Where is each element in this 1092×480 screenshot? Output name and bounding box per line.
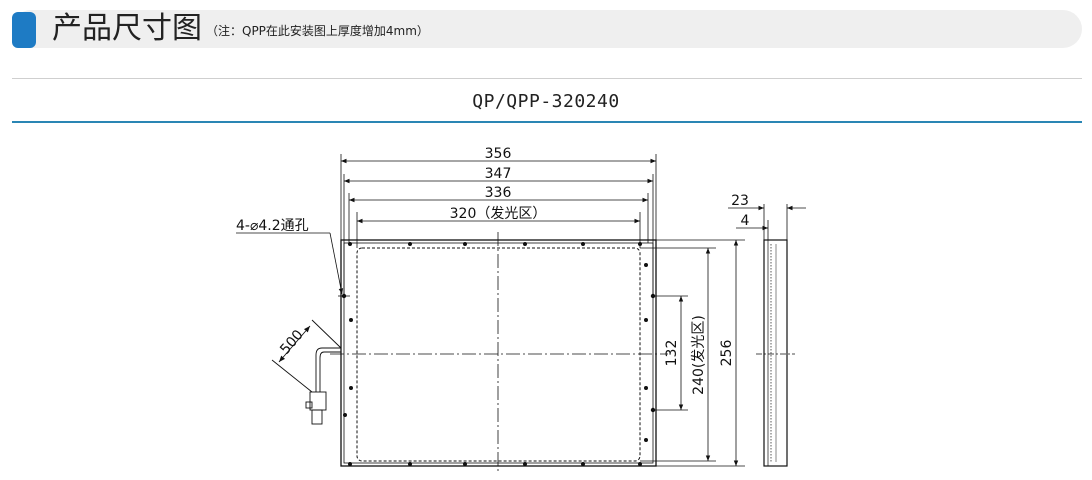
screw-dot	[581, 242, 585, 246]
dim-label-width-overall: 356	[485, 146, 512, 162]
dim-label-width-inner: 336	[485, 185, 512, 201]
screw-dot	[408, 242, 412, 246]
cable-path	[319, 351, 341, 392]
hole-spec-label: 4-⌀4.2通孔	[236, 218, 309, 234]
side-panel-outer	[763, 239, 788, 467]
screw-dot	[644, 318, 648, 322]
panel-outer-frame	[340, 239, 657, 467]
dim-label-height-emitting: 240(发光区)	[691, 315, 707, 395]
screw-dot	[463, 242, 467, 246]
page-title: 产品尺寸图	[52, 11, 202, 46]
front-view	[330, 232, 668, 472]
dim-label-width-mount: 347	[485, 166, 512, 182]
screw-dot	[581, 462, 585, 466]
screw-dot	[638, 462, 642, 466]
header-bar	[12, 10, 1082, 48]
screw-dot	[348, 462, 352, 466]
ext-line	[311, 319, 342, 349]
top-dimensions	[340, 154, 657, 296]
header-accent-marker	[12, 12, 36, 48]
screw-dot	[349, 318, 353, 322]
screw-dot	[343, 413, 347, 417]
model-underline	[12, 121, 1082, 123]
screw-dot	[644, 386, 648, 390]
screw-dot	[349, 386, 353, 390]
screw-dot	[523, 242, 527, 246]
dim-label-height-mount: 132	[664, 340, 680, 367]
page-title-note: （注：QPP在此安装图上厚度增加4mm）	[206, 24, 429, 38]
screw-dot	[523, 462, 527, 466]
thickness-total-label: 23	[731, 193, 749, 209]
connector-plug	[305, 401, 313, 409]
model-name: QP/QPP-320240	[472, 91, 620, 112]
cable-length-label: 500	[277, 327, 307, 358]
hole-callout	[236, 232, 350, 297]
screw-dots	[341, 242, 656, 466]
screw-dot	[644, 438, 648, 442]
dim-label-width-emitting: 320（发光区）	[450, 206, 547, 222]
connector-plug	[311, 409, 323, 425]
panel-inner-frame	[343, 242, 654, 464]
dim-label-height-overall: 256	[719, 340, 735, 367]
screw-dot	[644, 263, 648, 267]
screw-dot	[463, 462, 467, 466]
leader-line	[329, 232, 344, 295]
thickness-plate-label: 4	[741, 213, 750, 229]
section-divider	[12, 78, 1082, 79]
ext-line	[271, 359, 313, 393]
cable	[271, 319, 342, 425]
screw-dot	[408, 462, 412, 466]
side-view	[728, 204, 806, 467]
dim-line-500	[278, 325, 311, 363]
right-dimensions	[640, 239, 745, 467]
cable-path	[315, 347, 341, 392]
emitting-area	[356, 247, 641, 462]
